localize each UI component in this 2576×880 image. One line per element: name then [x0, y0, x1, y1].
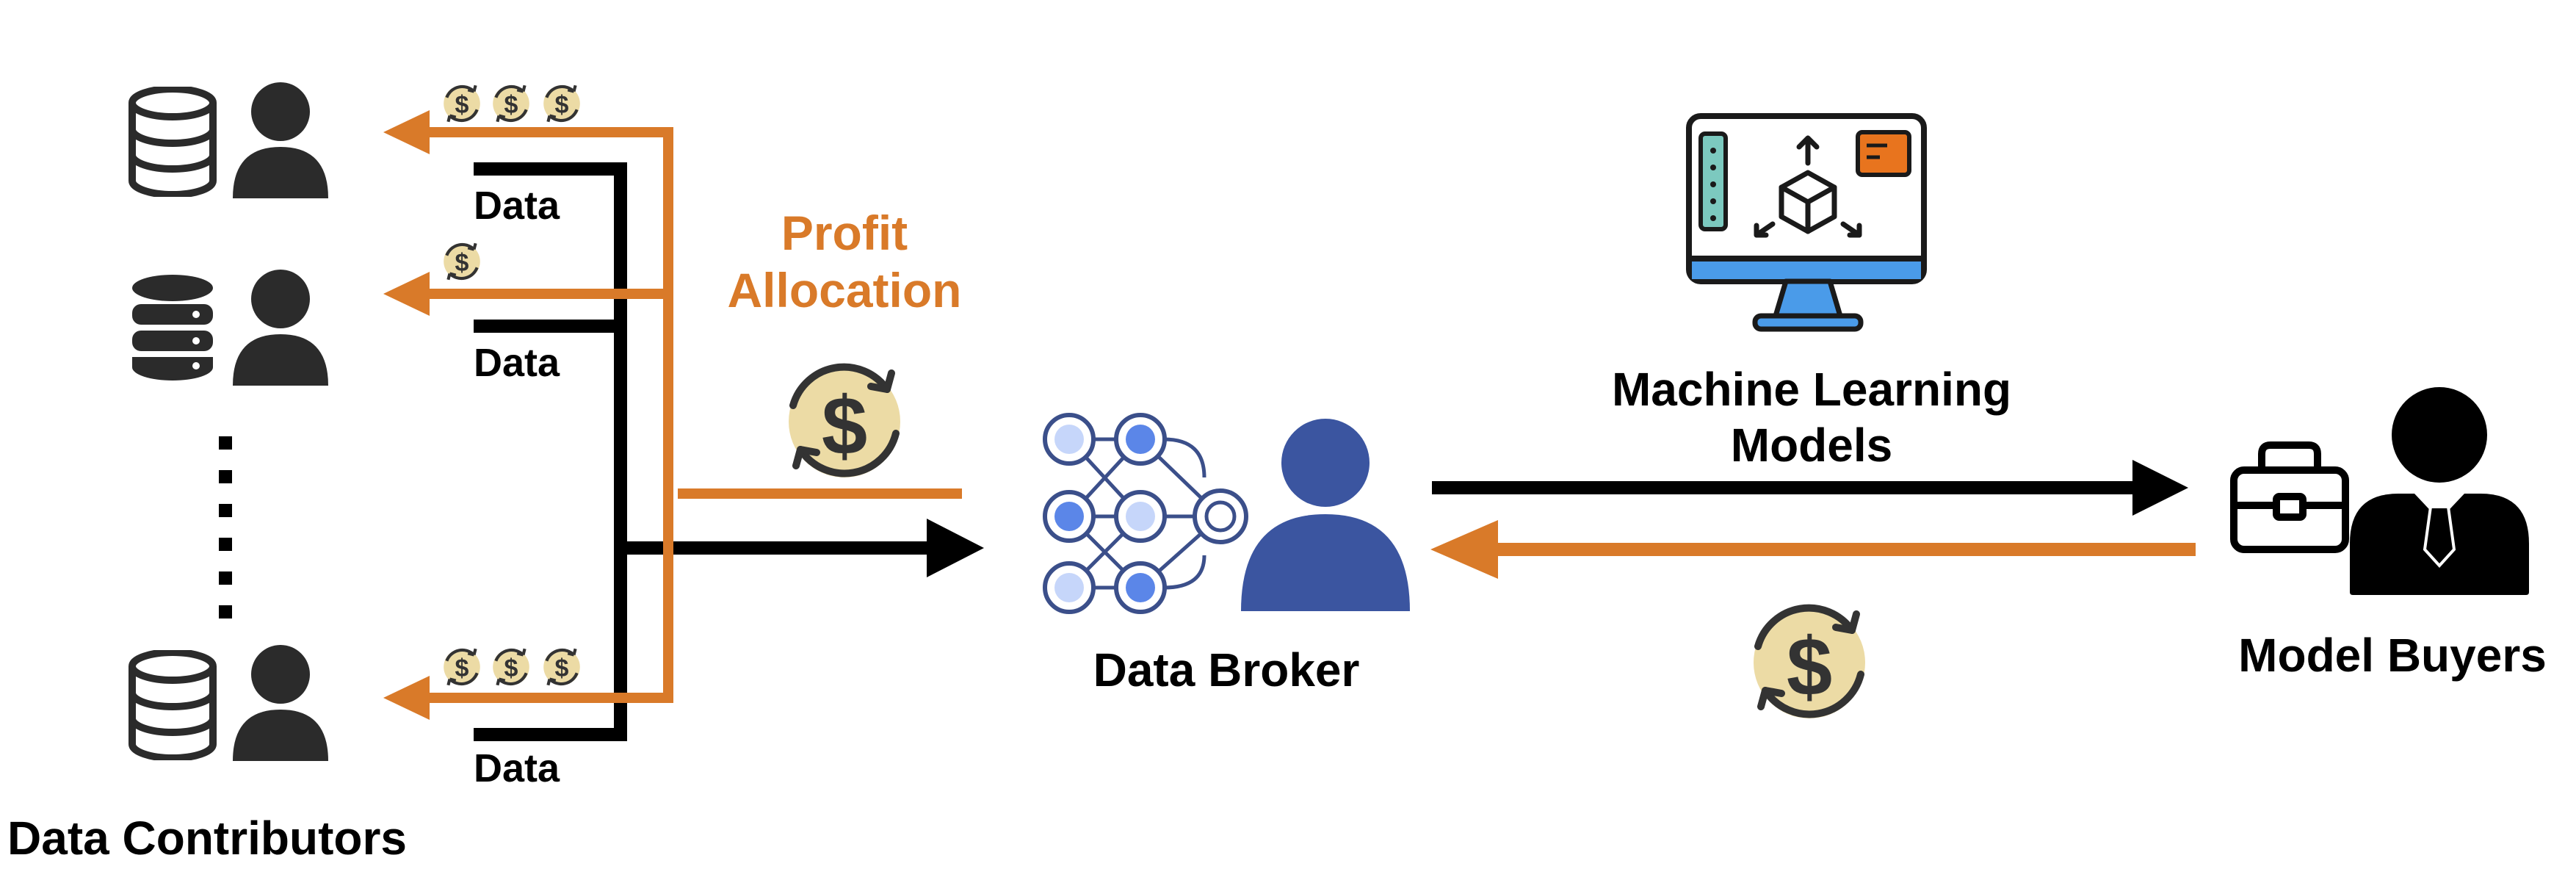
- ml-models-label-line2: Models: [1731, 419, 1892, 472]
- database-icon: [132, 89, 213, 195]
- contributor-2: [132, 270, 328, 386]
- ellipsis-dots: [219, 436, 232, 618]
- person-icon: [233, 270, 328, 386]
- data-broker-label: Data Broker: [1093, 643, 1360, 696]
- buyer-person-icon: [2350, 387, 2529, 595]
- model-buyers-label: Model Buyers: [2238, 629, 2547, 682]
- coin-symbol: $: [455, 654, 469, 682]
- broker-person-icon: [1241, 419, 1410, 611]
- coins-row-3: $ $ $: [444, 649, 580, 685]
- data-label-2: Data: [474, 341, 560, 385]
- person-icon: [233, 645, 328, 761]
- contributor-3: [132, 645, 328, 761]
- coin-symbol: $: [504, 654, 518, 682]
- person-icon: [233, 82, 328, 198]
- data-label-1: Data: [474, 184, 560, 228]
- payment-arrowhead: [1430, 520, 1498, 579]
- coin-symbol: $: [555, 654, 569, 682]
- data-label-3: Data: [474, 746, 560, 790]
- profit-label-line2: Allocation: [727, 263, 961, 317]
- coin-symbol: $: [455, 249, 469, 277]
- ml-models-label-line1: Machine Learning: [1612, 363, 2011, 416]
- monitor-icon: [1686, 113, 1927, 332]
- data-arrowhead: [927, 519, 984, 577]
- coin-symbol: $: [555, 91, 569, 119]
- profit-coin: $: [789, 366, 900, 477]
- profit-label-line1: Profit: [781, 206, 908, 260]
- profit-arrowheads: [383, 110, 430, 720]
- coin-symbol: $: [822, 380, 867, 472]
- contributor-1: [132, 82, 328, 198]
- coins-row-2: $: [444, 243, 480, 280]
- data-contributors-label: Data Contributors: [7, 812, 407, 865]
- neural-network-icon: [1043, 413, 1248, 614]
- coins-row-1: $ $ $: [444, 85, 580, 122]
- payment-coin: $: [1754, 607, 1865, 718]
- coin-symbol: $: [1787, 621, 1832, 713]
- profit-lines: [430, 127, 962, 703]
- database-icon: [132, 652, 213, 758]
- database-solid-icon: [132, 275, 213, 381]
- briefcase-icon: [2230, 441, 2349, 553]
- coin-symbol: $: [455, 91, 469, 119]
- coin-symbol: $: [504, 91, 518, 119]
- model-arrowhead: [2132, 460, 2188, 516]
